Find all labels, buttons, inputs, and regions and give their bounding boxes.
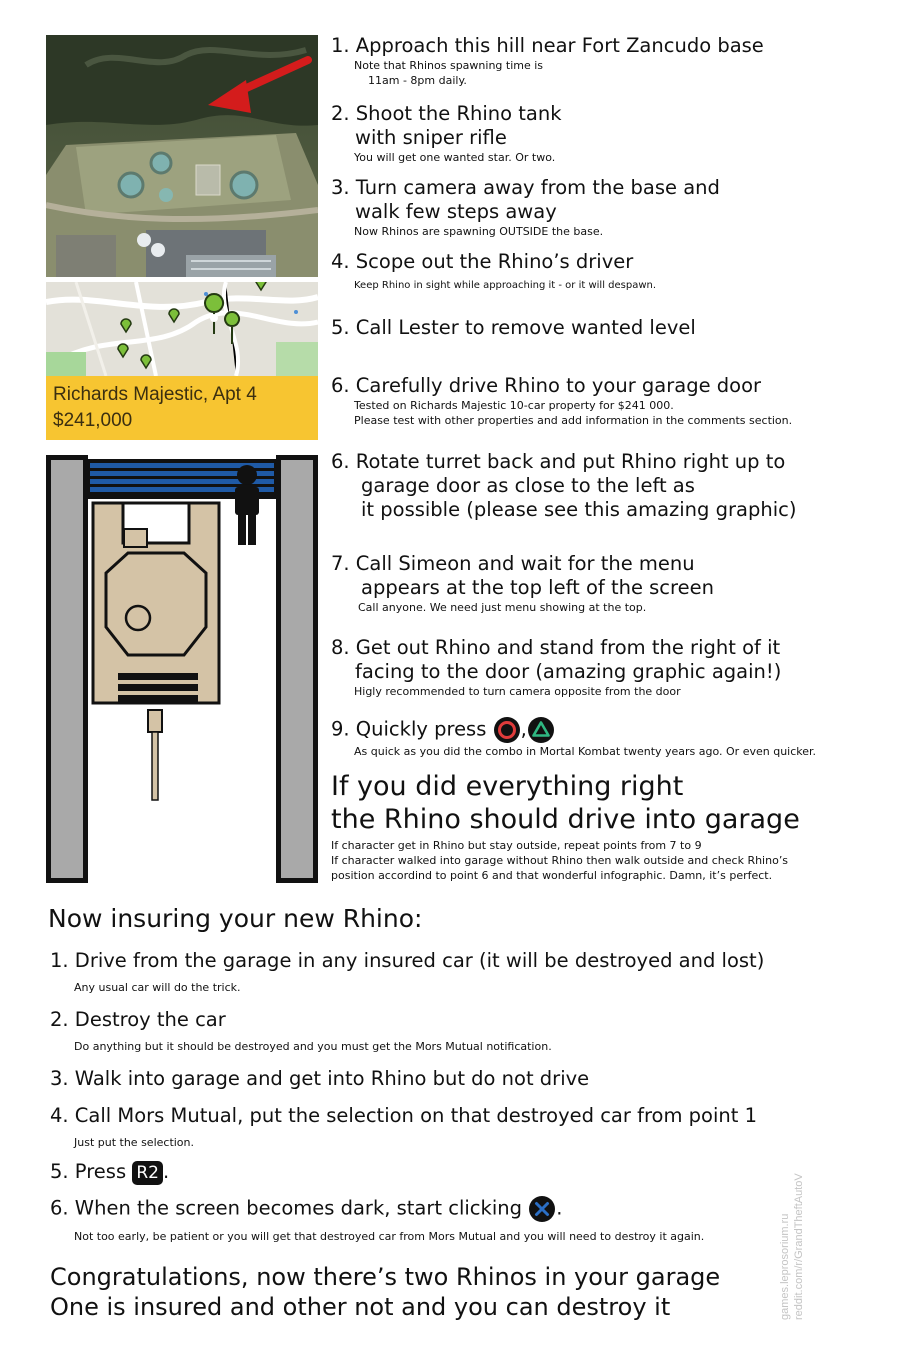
step-heading-cont: with sniper rifle [355,126,507,149]
garage-diagram [46,455,318,883]
step-heading-cont: walk few steps away [355,200,557,223]
step-note: Higly recommended to turn camera opposit… [354,685,681,698]
step-4: 4. Scope out the Rhino’s driver Keep Rhi… [331,250,656,293]
ins-step-note: Do anything but it should be destroyed a… [74,1040,552,1053]
ins-step-note: Any usual car will do the trick. [74,981,241,994]
result-block: If you did everything right the Rhino sh… [331,770,800,883]
step-3: 3. Turn camera away from the base and wa… [331,176,720,239]
step-heading: 1. Approach this hill near Fort Zancudo … [331,34,764,57]
comma-separator: , [520,717,527,741]
ins-step-heading: 5. Press [50,1160,127,1183]
garage-infographic [46,455,318,883]
step-1: 1. Approach this hill near Fort Zancudo … [331,34,764,88]
watermark-line: reddit.com/r/GrandTheftAutoV [793,1173,805,1320]
satellite-image [46,35,318,277]
step-note: You will get one wanted star. Or two. [354,151,556,164]
ins-step-heading: 2. Destroy the car [50,1008,226,1031]
step-6b: 6. Rotate turret back and put Rhino righ… [331,450,796,522]
step-5: 5. Call Lester to remove wanted level [331,316,696,340]
ins-step-6: 6. When the screen becomes dark, start c… [50,1195,704,1244]
period: . [556,1196,563,1220]
conclusion: Congratulations, now there’s two Rhinos … [50,1262,720,1322]
conclusion-line: Congratulations, now there’s two Rhinos … [50,1263,721,1291]
watermark: games.leprosorium.ru reddit.com/r/GrandT… [772,1140,812,1320]
map-pin-icon [117,282,267,370]
step-heading: 7. Call Simeon and wait for the menu [331,552,695,575]
step-heading: 2. Shoot the Rhino tank [331,102,562,125]
triangle-button-icon [527,717,554,743]
step-note: As quick as you did the combo in Mortal … [354,745,817,758]
map-card: Richards Majestic, Apt 4 $241,000 [46,282,318,440]
step-heading: 9. Quickly press [331,717,487,741]
result-note: If character get in Rhino but stay outsi… [331,839,702,852]
property-price: $241,000 [53,410,133,431]
step-heading-cont: it possible (please see this amazing gra… [361,498,797,521]
step-note: Tested on Richards Majestic 10-car prope… [354,399,674,412]
step-6a: 6. Carefully drive Rhino to your garage … [331,374,792,428]
circle-button-icon [493,717,520,743]
cross-button-icon [529,1196,556,1222]
ins-step-heading: 4. Call Mors Mutual, put the selection o… [50,1104,758,1127]
ins-step-2: 2. Destroy the car Do anything but it sh… [50,1007,552,1054]
period: . [162,1160,170,1183]
step-heading: 6. Rotate turret back and put Rhino righ… [331,450,786,473]
r2-button-icon: R2 [132,1160,163,1185]
ins-step-1: 1. Drive from the garage in any insured … [50,948,764,995]
step-heading: 5. Call Lester to remove wanted level [331,316,696,339]
ins-step-5: 5. Press R2. [50,1159,169,1185]
rhino-tank-icon [91,501,221,801]
result-note: If character walked into garage without … [331,854,789,867]
step-heading: 6. Carefully drive Rhino to your garage … [331,374,762,397]
ins-step-note: Just put the selection. [74,1136,195,1149]
step-note: Call anyone. We need just menu showing a… [358,601,647,614]
result-line: the Rhino should drive into garage [331,804,800,835]
property-name: Richards Majestic, Apt 4 [53,384,257,405]
step-note: Keep Rhino in sight while approaching it… [354,280,657,291]
ins-step-3: 3. Walk into garage and get into Rhino b… [50,1066,589,1092]
ins-step-note: Not too early, be patient or you will ge… [74,1230,705,1243]
step-heading-cont: garage door as close to the left as [361,474,695,497]
ins-step-4: 4. Call Mors Mutual, put the selection o… [50,1103,757,1150]
map-pin-icon [224,311,241,345]
result-line: If you did everything right [331,771,684,802]
step-note: Note that Rhinos spawning time is [354,59,544,72]
step-heading: 4. Scope out the Rhino’s driver [331,250,634,273]
insurance-title: Now insuring your new Rhino: [48,904,423,933]
step-2: 2. Shoot the Rhino tank with sniper rifl… [331,102,562,165]
step-heading-cont: facing to the door (amazing graphic agai… [355,660,782,683]
ins-step-heading: 6. When the screen becomes dark, start c… [50,1196,522,1220]
ins-step-heading: 3. Walk into garage and get into Rhino b… [50,1067,590,1090]
watermark-line: games.leprosorium.ru [779,1214,791,1320]
map-graphic [46,282,318,377]
step-note: 11am - 8pm daily. [368,74,467,87]
map-property-label: Richards Majestic, Apt 4 $241,000 [46,376,318,440]
step-8: 8. Get out Rhino and stand from the righ… [331,636,781,699]
step-note: Now Rhinos are spawning OUTSIDE the base… [354,225,604,238]
step-heading: 8. Get out Rhino and stand from the righ… [331,636,781,659]
step-note: Please test with other properties and ad… [354,414,793,427]
step-heading: 3. Turn camera away from the base and [331,176,720,199]
conclusion-line: One is insured and other not and you can… [50,1293,671,1321]
satellite-photo [46,35,318,277]
person-icon [235,465,259,545]
result-note: position accordind to point 6 and that w… [331,869,773,882]
step-heading-cont: appears at the top left of the screen [361,576,714,599]
step-9: 9. Quickly press , As quick as you did t… [331,716,816,759]
step-7: 7. Call Simeon and wait for the menu app… [331,552,714,615]
map-pin-icon [204,293,225,335]
ins-step-heading: 1. Drive from the garage in any insured … [50,949,765,972]
